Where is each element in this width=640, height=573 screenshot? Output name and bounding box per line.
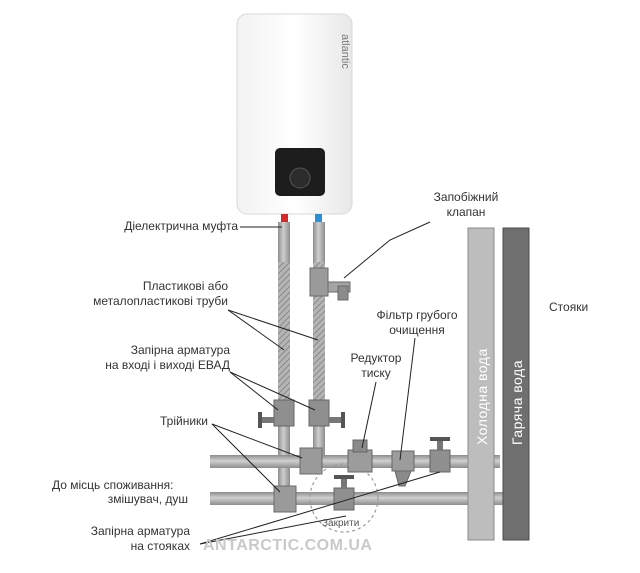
riser-cold-valve — [429, 437, 451, 473]
heater-outlet-valve — [258, 399, 295, 428]
leader-shutoff-a — [229, 371, 279, 411]
hot-supply-line — [210, 492, 510, 505]
cold-riser-label: Холодна вода — [474, 348, 490, 445]
cold-flex-pipe — [313, 262, 325, 402]
hot-water-riser — [502, 227, 530, 541]
heater-control-knob — [289, 167, 311, 189]
tee-hot — [273, 485, 297, 513]
leader-reducer — [361, 381, 377, 449]
watermark: ANTARCTIC.COM.UA — [203, 537, 373, 554]
leader-pipes-a — [227, 309, 285, 351]
hot-riser-label: Гаряча вода — [509, 360, 525, 445]
leader-filter — [399, 337, 416, 461]
label-pipes-line1: Пластикові або — [142, 279, 228, 293]
cold-pipe-upper — [313, 222, 325, 262]
leader-shutoff-b — [229, 371, 316, 411]
heater-inlet-valve — [308, 399, 345, 428]
label-risers: Стояки — [549, 300, 589, 314]
label-tees: Трійники — [160, 414, 208, 428]
leader-riser-shutoff-b — [199, 471, 441, 545]
hot-flex-pipe — [278, 262, 290, 402]
leader-safety-valve — [343, 221, 431, 279]
label-closed: Закрити — [322, 518, 360, 529]
label-reducer-line1: Редуктор — [350, 351, 402, 365]
hot-pipe-upper — [278, 222, 290, 262]
closed-valve-highlight — [309, 463, 379, 533]
cold-water-riser — [467, 227, 495, 541]
hot-outlet-marker — [281, 214, 288, 222]
leader-tee-b — [211, 423, 281, 493]
leader-riser-shutoff-a — [199, 515, 347, 545]
label-consumers-line2: змішувач, душ — [107, 492, 188, 506]
leader-pipes-b — [227, 309, 319, 341]
label-pipes-line2: металопластикові труби — [93, 294, 228, 308]
leader-lines — [199, 221, 441, 545]
label-reducer-line2: тиску — [361, 366, 391, 380]
label-consumers-line1: До місць споживання: — [52, 478, 174, 492]
label-shutoff-inlet-line1: Запірна арматура — [130, 343, 230, 357]
label-shutoff-inlet-line2: на вході і виході ЕВАД — [105, 358, 230, 372]
coarse-filter — [391, 450, 415, 487]
leader-tee-a — [211, 423, 303, 459]
label-dielectric-coupling: Діелектрична муфта — [124, 219, 238, 233]
label-shutoff-risers-line2: на стояках — [130, 539, 190, 553]
riser-hot-valve — [333, 475, 355, 511]
safety-valve — [309, 267, 351, 301]
tee-cold — [299, 447, 323, 475]
label-shutoff-risers-line1: Запірна арматура — [90, 524, 190, 538]
label-coarse-filter-line1: Фільтр грубого — [376, 308, 458, 322]
pressure-reducer — [347, 439, 373, 473]
heater-brand-logo: atlantic — [339, 34, 351, 69]
cold-inlet-marker — [315, 214, 322, 222]
label-coarse-filter-line2: очищення — [389, 323, 445, 337]
water-heater: atlantic — [236, 13, 353, 215]
label-safety-valve-line1: Запобіжний — [433, 190, 499, 204]
label-safety-valve-line2: клапан — [446, 205, 486, 219]
